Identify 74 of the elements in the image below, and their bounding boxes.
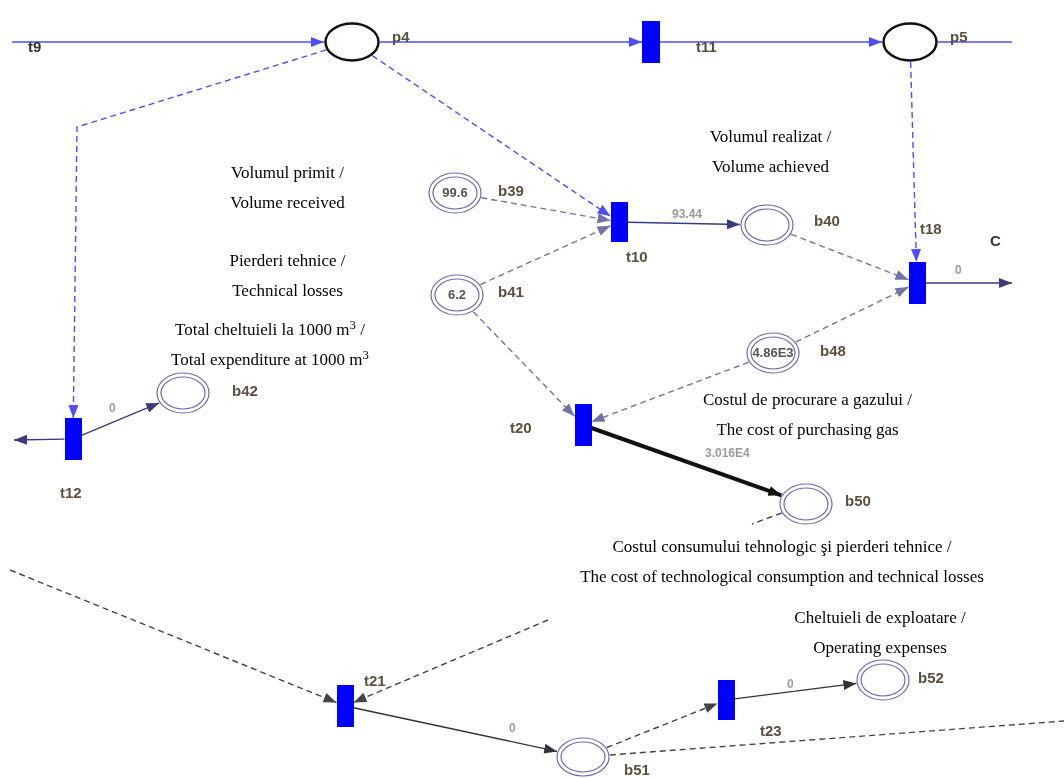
node-label: b40 [814,211,840,231]
place-circle [430,274,484,316]
transition-bar [908,262,926,304]
node-label: t23 [760,721,782,741]
place-circle [428,172,482,214]
arc-arrow [790,233,910,281]
annotation-text: Costul consumului tehnologic şi pierderi tehnice / The cost of technological consumption and technical losses [579,536,985,588]
arc-arrow [590,361,750,423]
token-value: 6.2 [447,286,467,305]
edge-label: 3.016E4 [704,447,751,460]
annotation-text: Volumul primit / Volume received [229,162,346,214]
arc-arrow [733,680,858,700]
arc-arrow [659,37,883,47]
arc-arrow [472,311,576,417]
arc-arrow [80,402,160,437]
arc-arrow [795,286,910,343]
transition-bar [336,685,354,727]
annotation-text: Costul de procurare a gazului / The cost of purchasing gas [701,389,914,441]
node-label: t18 [920,219,942,239]
arc-arrow [13,434,66,445]
edge-label: 0 [954,264,963,277]
edge-label: 0 [786,678,795,691]
node-label: b51 [624,760,650,778]
node-label: C [990,231,1001,251]
place-circle [882,22,938,62]
transition-bar [574,404,592,446]
token-value: 99.6 [442,184,468,203]
node-label: t10 [626,247,648,267]
annotation-text: Total cheltuieli la 1000 m$^{3}$ / Total expenditure at 1000 m$^{3}$ [170,316,370,371]
node-label: b39 [498,181,524,201]
place-circle [740,204,794,246]
annotation-text: Pierderi tehnice / Technical losses [228,250,347,302]
arc-arrow [590,426,783,498]
node-label: p5 [950,27,968,47]
node-label: b42 [232,381,258,401]
arc-arrow [480,197,612,224]
arc-arrow [68,49,327,419]
place-circle [779,483,833,525]
annotation-text: Cheltuieli de exploatare / Operating expenses [793,607,967,659]
arc-arrow [352,619,549,704]
arc-arrow [909,61,921,263]
arc-arrow [11,37,325,47]
node-label: t11 [696,37,717,57]
place-circle [324,22,380,62]
place-circle [556,737,610,777]
place-circle [746,332,800,374]
arc-arrow [352,707,558,754]
node-label: b41 [498,282,524,302]
edge-label: 93.44 [671,208,704,221]
transition-bar [717,680,735,720]
node-label: t9 [28,37,42,57]
node-label: t20 [510,418,532,438]
arc-arrow [606,702,719,749]
arc-arrow [379,37,643,47]
arc-arrow [479,225,612,286]
token-value: 4.86E3 [752,344,794,363]
node-label: b48 [820,341,846,361]
node-label: t12 [60,483,82,503]
annotation-text: Volumul realizat / Volume achieved [708,126,833,178]
arc-arrow [626,219,741,230]
transition-bar [610,202,628,242]
edge-label: 0 [508,722,517,735]
edge-label: 0 [108,402,117,415]
arc-arrow [371,55,612,217]
node-label: b50 [845,491,871,511]
node-label: t21 [364,671,386,691]
node-label: p4 [392,27,410,47]
arc-arrow [9,569,338,704]
transition-bar [64,418,82,460]
transition-bar [642,21,660,63]
node-label: b52 [918,668,944,688]
arc-arrow [924,278,1013,288]
place-circle [856,659,910,701]
place-circle [156,372,210,414]
